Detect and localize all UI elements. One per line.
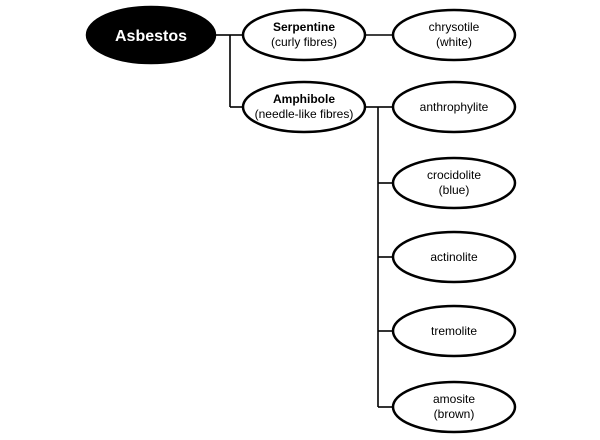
node-asbestos-shape (85, 5, 217, 65)
node-chrysotile-color: (white) (436, 35, 472, 49)
node-amosite-shape (391, 380, 517, 434)
node-chrysotile-label: chrysotile (429, 20, 480, 34)
node-anthrophylite-shape (391, 80, 517, 134)
node-amosite-label: amosite (433, 392, 475, 406)
node-asbestos-label: Asbestos (115, 28, 187, 45)
node-crocidolite-color: (blue) (439, 183, 470, 197)
node-tremolite-label: tremolite (431, 324, 477, 338)
node-amphibole: Amphibole (needle-like fibres) (241, 80, 367, 134)
connectors (215, 34, 393, 408)
node-tremolite-shape (391, 304, 517, 358)
node-amphibole-name: Amphibole (273, 92, 335, 106)
node-amosite: amosite (brown) (391, 380, 517, 434)
node-actinolite-label: actinolite (430, 250, 478, 264)
node-crocidolite-label: crocidolite (427, 168, 481, 182)
node-serpentine-description: (curly fibres) (271, 35, 337, 49)
node-anthrophylite-label: anthrophylite (420, 100, 489, 114)
node-amphibole-description: (needle-like fibres) (255, 107, 354, 121)
node-anthrophylite: anthrophylite (391, 80, 517, 134)
node-asbestos: Asbestos (85, 5, 217, 65)
node-crocidolite-shape (391, 156, 517, 210)
node-chrysotile-shape (391, 8, 517, 62)
node-serpentine-name: Serpentine (273, 20, 335, 34)
node-serpentine: Serpentine (curly fibres) (241, 8, 367, 62)
node-serpentine-shape (241, 8, 367, 62)
node-actinolite-shape (391, 230, 517, 284)
node-amosite-color: (brown) (434, 407, 475, 421)
node-amphibole-shape (241, 80, 367, 134)
node-chrysotile: chrysotile (white) (391, 8, 517, 62)
node-tremolite: tremolite (391, 304, 517, 358)
node-crocidolite: crocidolite (blue) (391, 156, 517, 210)
node-actinolite: actinolite (391, 230, 517, 284)
